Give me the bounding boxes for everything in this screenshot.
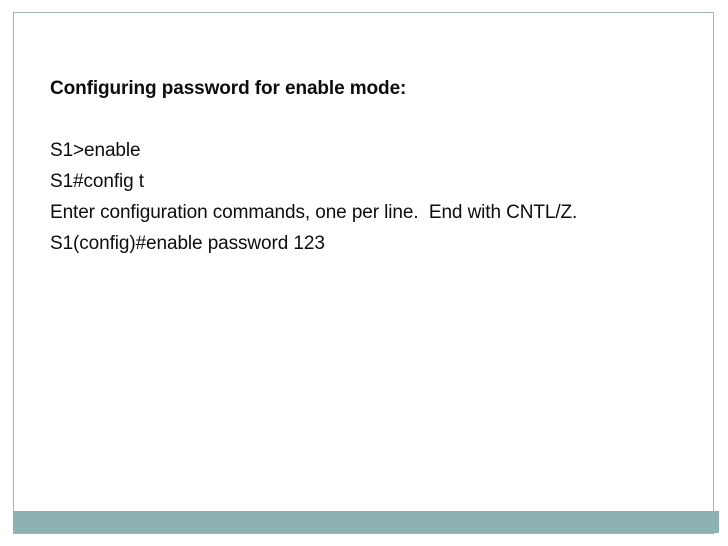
slide-title: Configuring password for enable mode: <box>50 78 407 99</box>
console-line-4: S1(config)#enable password 123 <box>50 233 325 254</box>
blank-line-separator <box>50 104 710 135</box>
console-line-3: Enter configuration commands, one per li… <box>50 202 578 223</box>
console-line-2: S1#config t <box>50 171 144 192</box>
footer-accent-band <box>13 511 719 533</box>
slide-content-frame: Configuring password for enable mode: S1… <box>13 12 714 534</box>
console-line-1: S1>enable <box>50 140 141 161</box>
slide-text-block: Configuring password for enable mode: S1… <box>50 73 710 259</box>
